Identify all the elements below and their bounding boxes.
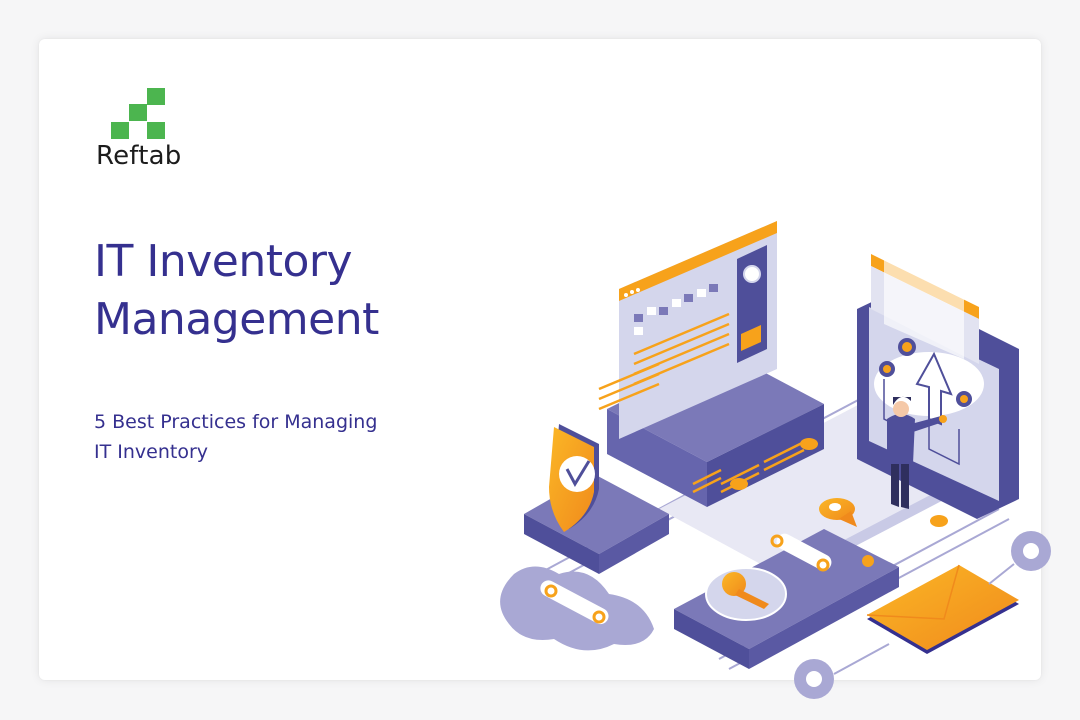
title-line-2: Management bbox=[94, 294, 379, 345]
envelope-icon bbox=[866, 564, 1019, 654]
title-line-1: IT Inventory bbox=[94, 236, 353, 287]
subtitle-line-2: IT Inventory bbox=[94, 441, 208, 463]
gear-icon bbox=[1011, 531, 1051, 571]
gear-icon bbox=[816, 558, 830, 572]
it-inventory-illustration bbox=[500, 221, 1051, 699]
key-card bbox=[674, 529, 899, 669]
page-title: IT Inventory Management bbox=[94, 233, 379, 349]
gear-icon bbox=[592, 610, 606, 624]
reftab-logo[interactable]: Reftab bbox=[96, 88, 196, 178]
location-pin-icon bbox=[819, 498, 857, 527]
shield-checkmark bbox=[524, 424, 669, 574]
logo-square bbox=[147, 122, 165, 139]
hero-card: Reftab IT Inventory Management 5 Best Pr… bbox=[39, 39, 1051, 699]
gear-icon bbox=[770, 534, 784, 548]
person bbox=[887, 396, 947, 509]
gear-icon bbox=[794, 659, 834, 699]
subtitle-line-1: 5 Best Practices for Managing bbox=[94, 411, 378, 433]
page-subtitle: 5 Best Practices for Managing IT Invento… bbox=[94, 407, 434, 467]
gear-icon bbox=[544, 584, 558, 598]
cloud-toggle bbox=[500, 566, 654, 651]
logo-square bbox=[111, 122, 129, 139]
logo-square bbox=[147, 88, 165, 105]
checkmark-icon bbox=[565, 460, 591, 488]
logo-square bbox=[129, 104, 147, 121]
brand-name: Reftab bbox=[96, 141, 182, 171]
dashboard-window bbox=[598, 221, 777, 439]
